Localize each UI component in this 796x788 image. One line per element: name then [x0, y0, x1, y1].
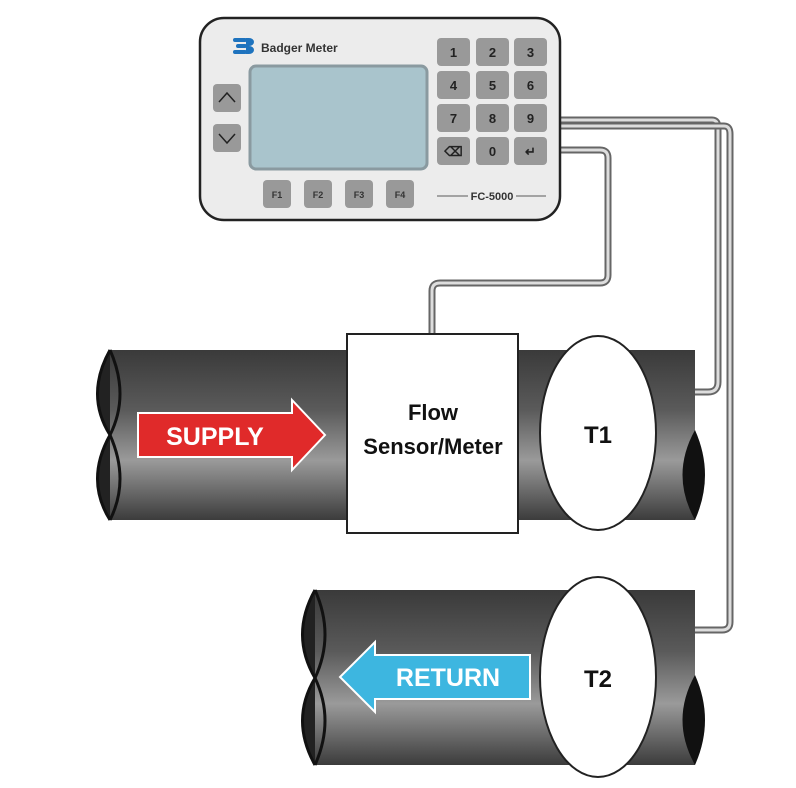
function-key-label: F1: [272, 190, 283, 200]
function-key-label: F2: [313, 190, 324, 200]
key-2[interactable]: 3: [514, 38, 547, 66]
down-button[interactable]: [213, 124, 241, 152]
key-label: 8: [489, 111, 496, 126]
keypad: 1 2 3 4 5 6 7 8 9 ⌫ 0 ↵: [437, 38, 547, 165]
function-key-label: F3: [354, 190, 365, 200]
key-8[interactable]: 9: [514, 104, 547, 132]
function-keys: F1 F2 F3 F4: [263, 180, 414, 208]
key-label: 7: [450, 111, 457, 126]
key-10[interactable]: 0: [476, 137, 509, 165]
function-key-3[interactable]: F3: [345, 180, 373, 208]
key-label: 1: [450, 45, 457, 60]
key-label: 9: [527, 111, 534, 126]
t2-sensor: T2: [539, 576, 657, 778]
key-5[interactable]: 6: [514, 71, 547, 99]
key-6[interactable]: 7: [437, 104, 470, 132]
chevron-down-icon: [218, 133, 236, 145]
key-1[interactable]: 2: [476, 38, 509, 66]
key-11[interactable]: ↵: [514, 137, 547, 165]
return-label: RETURN: [396, 664, 500, 692]
key-label: 3: [527, 45, 534, 60]
key-7[interactable]: 8: [476, 104, 509, 132]
fc5000-controller: Badger Meter 1 2 3 4 5 6 7 8 9 ⌫ 0 ↵ F1 F2 F3 F4 FC-50…: [198, 16, 562, 222]
function-key-4[interactable]: F4: [386, 180, 414, 208]
key-4[interactable]: 5: [476, 71, 509, 99]
key-label: 5: [489, 78, 496, 93]
key-0[interactable]: 1: [437, 38, 470, 66]
key-label: 2: [489, 45, 496, 60]
model-label: FC-5000: [471, 191, 514, 203]
brand-name: Badger Meter: [261, 41, 338, 55]
key-label: ⌫: [443, 144, 462, 159]
key-label: 6: [527, 78, 534, 93]
key-9[interactable]: ⌫: [437, 137, 470, 165]
t1-label: T1: [584, 422, 612, 449]
key-label: ↵: [525, 144, 536, 159]
sensor-label-line2: Sensor/Meter: [363, 434, 503, 459]
key-label: 0: [489, 144, 496, 159]
supply-arrow: SUPPLY: [137, 397, 327, 473]
function-key-1[interactable]: F1: [263, 180, 291, 208]
badger-logo-icon: [233, 38, 254, 54]
t2-label: T2: [584, 666, 612, 693]
sensor-label-line1: Flow: [408, 400, 459, 425]
supply-label: SUPPLY: [166, 423, 264, 451]
up-button[interactable]: [213, 84, 241, 112]
function-key-label: F4: [395, 190, 406, 200]
display-screen: [248, 64, 429, 171]
cables: [428, 116, 734, 634]
t1-sensor: T1: [539, 335, 657, 531]
flow-sensor-box: Flow Sensor/Meter: [346, 333, 519, 534]
key-3[interactable]: 4: [437, 71, 470, 99]
key-label: 4: [450, 78, 458, 93]
return-arrow: RETURN: [338, 639, 531, 715]
chevron-up-icon: [218, 91, 236, 103]
function-key-2[interactable]: F2: [304, 180, 332, 208]
